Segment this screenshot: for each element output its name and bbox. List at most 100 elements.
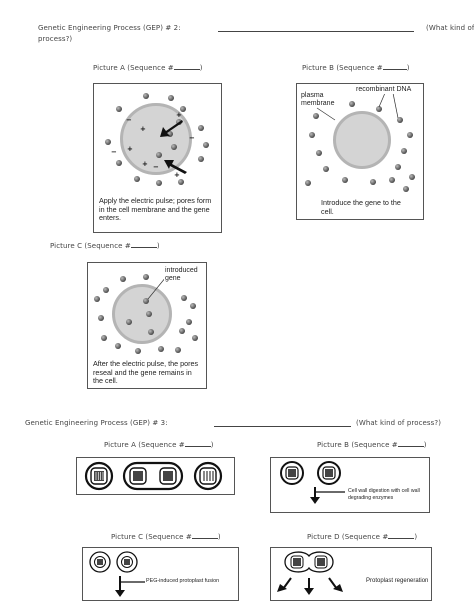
gene-dot <box>395 164 401 170</box>
fused-cells-icon <box>122 461 184 491</box>
recombinant-dna-label: recombinant DNA <box>355 86 413 94</box>
gep2-kind-question-cont: process?) <box>38 35 73 43</box>
gep2-picture-a-caption: Apply the electric pulse; pores form in … <box>97 196 218 224</box>
gep2-picture-c-heading: Picture C (Sequence #) <box>50 242 160 250</box>
gep3-picture-d-close: ) <box>414 533 418 541</box>
arrow-icon <box>160 120 183 137</box>
peg-fusion-diagram <box>89 551 153 597</box>
gep2-picture-c-caption: After the electric pulse, the pores rese… <box>91 359 205 387</box>
gep3-title: Genetic Engineering Process (GEP) # 3: <box>25 419 168 427</box>
plus-sign: + <box>174 171 180 179</box>
gep3-picture-d-blank[interactable] <box>388 538 415 539</box>
gene-dot <box>370 179 376 185</box>
label-pointer-lines <box>147 276 167 300</box>
gep3-picture-b-caption: Cell wall digestion with cell wall degra… <box>347 488 427 501</box>
plus-sign: + <box>176 111 182 119</box>
arrow-down-left-icon <box>277 577 292 592</box>
gene-dot <box>323 166 329 172</box>
gene-dot <box>148 329 154 335</box>
gene-dot <box>190 303 196 309</box>
gene-dot <box>401 148 407 154</box>
introduced-gene-label: introduced gene <box>164 267 204 282</box>
protoplast-icon <box>89 551 111 573</box>
gep3-picture-b-frame: Cell wall digestion with cell wall degra… <box>270 457 430 513</box>
gene-dot <box>171 144 177 150</box>
gep2-picture-b-frame: recombinant DNA plasma membrane Introduc… <box>296 83 424 220</box>
gene-dot <box>98 315 104 321</box>
gep3-picture-c-frame: PEG-induced protoplast fusion <box>82 547 239 601</box>
minus-sign: − <box>153 163 159 171</box>
gep3-picture-c-caption: PEG-induced protoplast fusion <box>145 578 221 586</box>
gene-dot <box>146 311 152 317</box>
plasma-membrane-label: plasma membrane <box>300 92 336 107</box>
gene-dot <box>309 132 315 138</box>
arrow-icon <box>164 160 187 174</box>
gep3-picture-b-label: Picture B (Sequence # <box>317 441 398 449</box>
gep2-picture-a-frame: + + + + + − − − − Apply the electric pul… <box>93 83 222 233</box>
gene-dot <box>167 131 173 137</box>
gep3-picture-a-blank[interactable] <box>184 446 211 447</box>
gene-dot <box>198 156 204 162</box>
arrow-down-right-icon <box>328 577 343 592</box>
gene-dot <box>116 160 122 166</box>
gene-dot <box>158 346 164 352</box>
gep2-picture-a-blank[interactable] <box>173 69 200 70</box>
gene-dot <box>180 106 186 112</box>
gep3-picture-a-heading: Picture A (Sequence #) <box>104 441 214 449</box>
gene-dot <box>397 117 403 123</box>
gep2-picture-a-heading: Picture A (Sequence #) <box>93 64 203 72</box>
pulse-arrows <box>160 120 187 174</box>
plant-cell-icon <box>317 461 341 485</box>
protoplast-regeneration-diagram <box>277 551 343 595</box>
cell-wall-digestion-diagram <box>280 461 345 504</box>
minus-sign: − <box>111 148 117 156</box>
gep2-kind-question: (What kind of <box>426 24 474 32</box>
gep3-kind-question: (What kind of process?) <box>356 419 442 427</box>
gene-dot <box>105 139 111 145</box>
gene-dot <box>316 150 322 156</box>
gene-dot <box>409 174 415 180</box>
gene-dot <box>156 180 162 186</box>
gene-dot <box>389 177 395 183</box>
gene-dot <box>134 176 140 182</box>
gep2-answer-line[interactable] <box>218 31 414 32</box>
gep3-picture-b-blank[interactable] <box>397 446 424 447</box>
gene-dot <box>143 93 149 99</box>
cell <box>120 103 192 175</box>
arrow-down-icon <box>310 487 345 504</box>
gene-dot <box>101 335 107 341</box>
gene-dot <box>305 180 311 186</box>
gep3-picture-d-frame: Protoplast regeneration <box>270 547 432 601</box>
gep2-picture-b-blank[interactable] <box>382 69 407 70</box>
gep2-picture-b-close: ) <box>406 64 410 72</box>
gene-dot <box>407 132 413 138</box>
gene-dot <box>143 274 149 280</box>
gene-dot <box>186 319 192 325</box>
gene-dot <box>176 119 182 125</box>
gep3-answer-line[interactable] <box>214 426 351 427</box>
gene-dot <box>126 319 132 325</box>
gep2-picture-b-label: Picture B (Sequence # <box>302 64 383 72</box>
gep3-picture-b-heading: Picture B (Sequence #) <box>317 441 427 449</box>
gep2-picture-c-blank[interactable] <box>130 247 157 248</box>
gene-dot <box>135 348 141 354</box>
gene-dot <box>192 335 198 341</box>
gene-dot <box>168 95 174 101</box>
gene-dot <box>120 276 126 282</box>
plus-sign: + <box>140 125 146 133</box>
gep3-picture-c-heading: Picture C (Sequence #) <box>111 533 221 541</box>
gene-dot <box>203 142 209 148</box>
gep3-picture-a-label: Picture A (Sequence # <box>104 441 185 449</box>
gep3-picture-a-frame <box>76 457 235 495</box>
gep3-picture-a-close: ) <box>210 441 214 449</box>
gep3-picture-c-blank[interactable] <box>191 538 218 539</box>
gene-dot <box>175 347 181 353</box>
gene-dot <box>342 177 348 183</box>
label-pointer-lines <box>316 92 399 121</box>
gep2-picture-a-label: Picture A (Sequence # <box>93 64 174 72</box>
gene-dot <box>403 186 409 192</box>
gep2-picture-c-frame: introduced gene After the electric pulse… <box>87 262 207 389</box>
arrow-down-icon <box>304 578 314 595</box>
gene-dot <box>115 343 121 349</box>
fused-protoplast-icon <box>284 551 334 573</box>
